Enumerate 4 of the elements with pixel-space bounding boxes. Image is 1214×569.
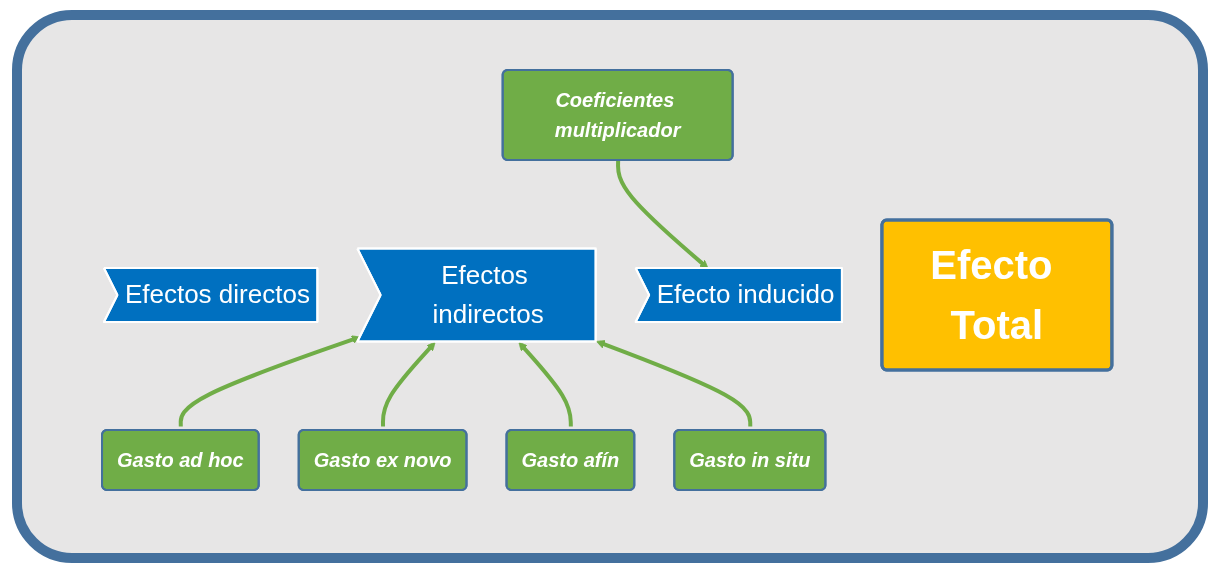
- arrow: [596, 340, 753, 427]
- arrow: [178, 335, 361, 427]
- arrow: [518, 341, 573, 427]
- arrow: [381, 341, 436, 427]
